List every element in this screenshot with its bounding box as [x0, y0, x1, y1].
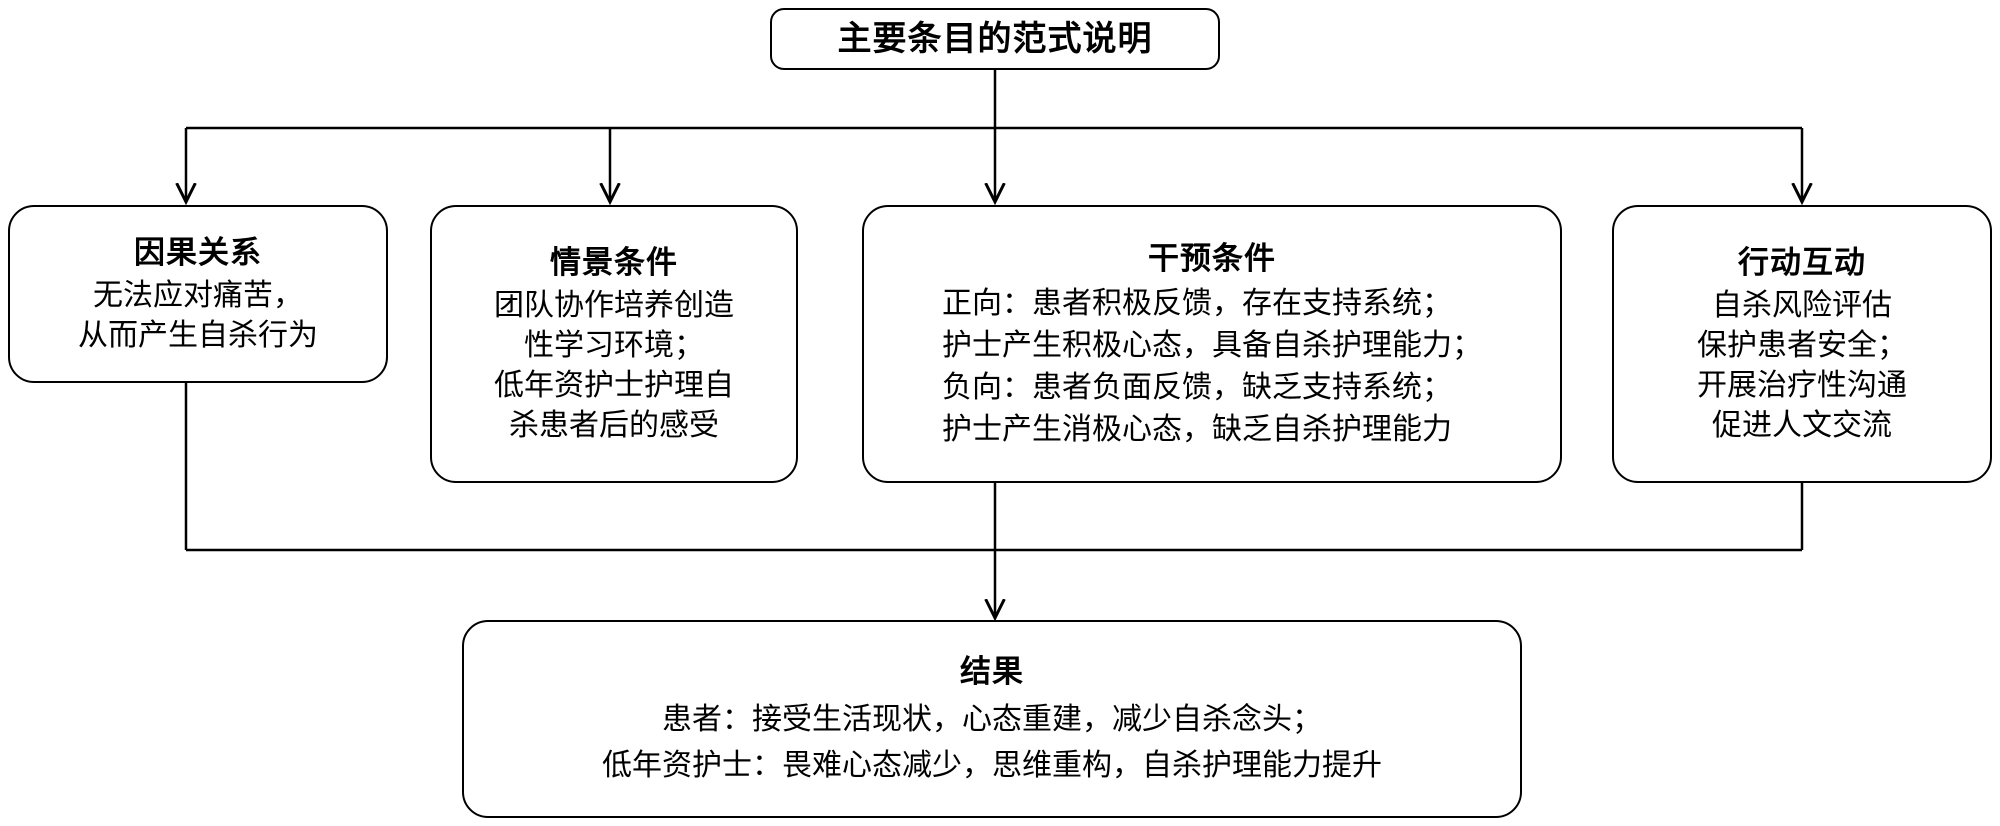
node-intervention-conditions[interactable]: 干预条件 正向：患者积极反馈，存在支持系统； 护士产生积极心态，具备自杀护理能力…	[862, 205, 1562, 483]
node-body: 团队协作培养创造 性学习环境； 低年资护士护理自 杀患者后的感受	[494, 286, 734, 446]
node-body-line: 从而产生自杀行为	[78, 318, 318, 353]
node-body-line: 正向：患者积极反馈，存在支持系统；	[942, 286, 1452, 321]
node-body-line: 自杀风险评估	[1712, 288, 1892, 323]
node-title-text: 主要条目的范式说明	[837, 19, 1153, 59]
node-body-line: 杀患者后的感受	[509, 408, 719, 443]
node-title-text: 因果关系	[134, 235, 262, 271]
node-body-line: 性学习环境；	[524, 328, 704, 363]
node-body-line: 低年资护士护理自	[494, 368, 734, 403]
node-body: 正向：患者积极反馈，存在支持系统； 护士产生积极心态，具备自杀护理能力； 负向：…	[942, 283, 1482, 451]
node-body: 无法应对痛苦， 从而产生自杀行为	[78, 276, 318, 356]
node-body-line: 无法应对痛苦，	[93, 278, 303, 313]
node-context-conditions[interactable]: 情景条件 团队协作培养创造 性学习环境； 低年资护士护理自 杀患者后的感受	[430, 205, 798, 483]
node-body-line: 负向：患者负面反馈，缺乏支持系统；	[942, 370, 1452, 405]
node-body-line: 低年资护士：畏难心态减少，思维重构，自杀护理能力提升	[602, 748, 1382, 783]
node-body-line: 保护患者安全；	[1697, 328, 1907, 363]
node-main-item-paradigm[interactable]: 主要条目的范式说明	[770, 8, 1220, 70]
node-body-line: 促进人文交流	[1712, 408, 1892, 443]
node-body-line: 护士产生积极心态，具备自杀护理能力；	[942, 328, 1482, 363]
node-body-line: 护士产生消极心态，缺乏自杀护理能力	[942, 412, 1452, 447]
node-title-text: 干预条件	[1148, 241, 1276, 277]
node-body-line: 团队协作培养创造	[494, 288, 734, 323]
node-body: 患者：接受生活现状，心态重建，减少自杀念头； 低年资护士：畏难心态减少，思维重构…	[602, 697, 1382, 789]
node-outcome[interactable]: 结果 患者：接受生活现状，心态重建，减少自杀念头； 低年资护士：畏难心态减少，思…	[462, 620, 1522, 818]
node-title-text: 结果	[960, 654, 1024, 690]
node-body-line: 患者：接受生活现状，心态重建，减少自杀念头；	[662, 702, 1322, 737]
node-body: 自杀风险评估 保护患者安全； 开展治疗性沟通 促进人文交流	[1697, 286, 1907, 446]
node-title-text: 情景条件	[550, 245, 678, 281]
node-body-line: 开展治疗性沟通	[1697, 368, 1907, 403]
node-title-text: 行动互动	[1738, 245, 1866, 281]
node-causal-relationship[interactable]: 因果关系 无法应对痛苦， 从而产生自杀行为	[8, 205, 388, 383]
node-action-interaction[interactable]: 行动互动 自杀风险评估 保护患者安全； 开展治疗性沟通 促进人文交流	[1612, 205, 1992, 483]
